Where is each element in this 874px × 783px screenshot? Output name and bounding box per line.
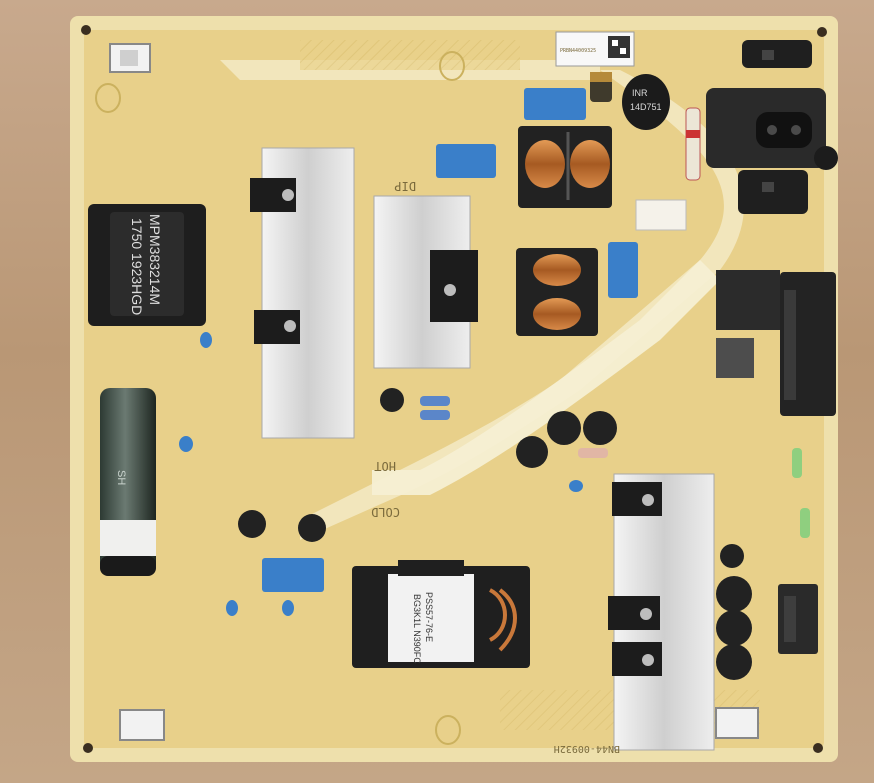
silkscreen-hot: HOT bbox=[374, 459, 396, 473]
silkscreen-part-number: BN44-00932H bbox=[554, 743, 620, 754]
ntc-label-line2: 14D751 bbox=[630, 102, 662, 112]
smps-label-line2: BG3K1L N390FC bbox=[412, 594, 422, 664]
heatsink-right bbox=[608, 473, 715, 751]
small-transformer-right bbox=[716, 338, 754, 378]
common-mode-choke bbox=[516, 248, 598, 336]
bottom-left-connector bbox=[119, 709, 165, 741]
x-capacitor bbox=[608, 242, 638, 298]
fuse bbox=[685, 107, 701, 181]
qr-label: PRBN44009325 bbox=[555, 31, 635, 67]
resistors bbox=[420, 396, 810, 538]
pfc-label-line1: MPM383214M bbox=[147, 214, 163, 305]
ntc-thermistor: INR 14D751 bbox=[622, 74, 670, 130]
ntc-label-line1: INR bbox=[632, 88, 648, 98]
x-capacitor bbox=[524, 88, 586, 120]
ac-inlet bbox=[706, 40, 838, 214]
mounting-hole bbox=[813, 743, 823, 753]
smps-label-line1: PSS57-76-E bbox=[424, 592, 434, 642]
silkscreen-dip: DIP bbox=[394, 179, 416, 193]
connector-slot bbox=[120, 50, 138, 66]
output-connector bbox=[716, 270, 836, 416]
cement-resistor bbox=[635, 199, 687, 231]
qr-label-text: PRBN44009325 bbox=[560, 48, 596, 54]
bottom-right-connector bbox=[715, 707, 759, 739]
mounting-hole bbox=[817, 27, 827, 37]
pfc-inductor: MPM383214M 1750 1923HGD bbox=[88, 204, 206, 326]
heatsink-left bbox=[250, 147, 355, 439]
small-capacitor-top bbox=[590, 72, 612, 102]
x-capacitor bbox=[262, 558, 324, 592]
smps-transformer: PSS57-76-E BG3K1L N390FC bbox=[352, 560, 530, 668]
common-mode-choke bbox=[518, 126, 612, 208]
signal-connector bbox=[778, 584, 818, 654]
mounting-hole bbox=[81, 25, 91, 35]
hand-symbol-icon bbox=[95, 51, 465, 745]
bulk-capacitor: SH bbox=[100, 388, 156, 576]
svg-text:SH: SH bbox=[115, 470, 127, 485]
silkscreen-hatch bbox=[300, 40, 520, 70]
silkscreen-cold: COLD bbox=[371, 505, 400, 519]
pfc-label-line2: 1750 1923HGD bbox=[129, 218, 145, 315]
ceramic-capacitors bbox=[179, 332, 583, 616]
mounting-hole bbox=[83, 743, 93, 753]
x-capacitor bbox=[436, 144, 496, 178]
electrolytic-capacitors bbox=[238, 388, 752, 680]
heatsink-middle bbox=[373, 195, 478, 369]
isolation-barrier bbox=[372, 260, 720, 495]
